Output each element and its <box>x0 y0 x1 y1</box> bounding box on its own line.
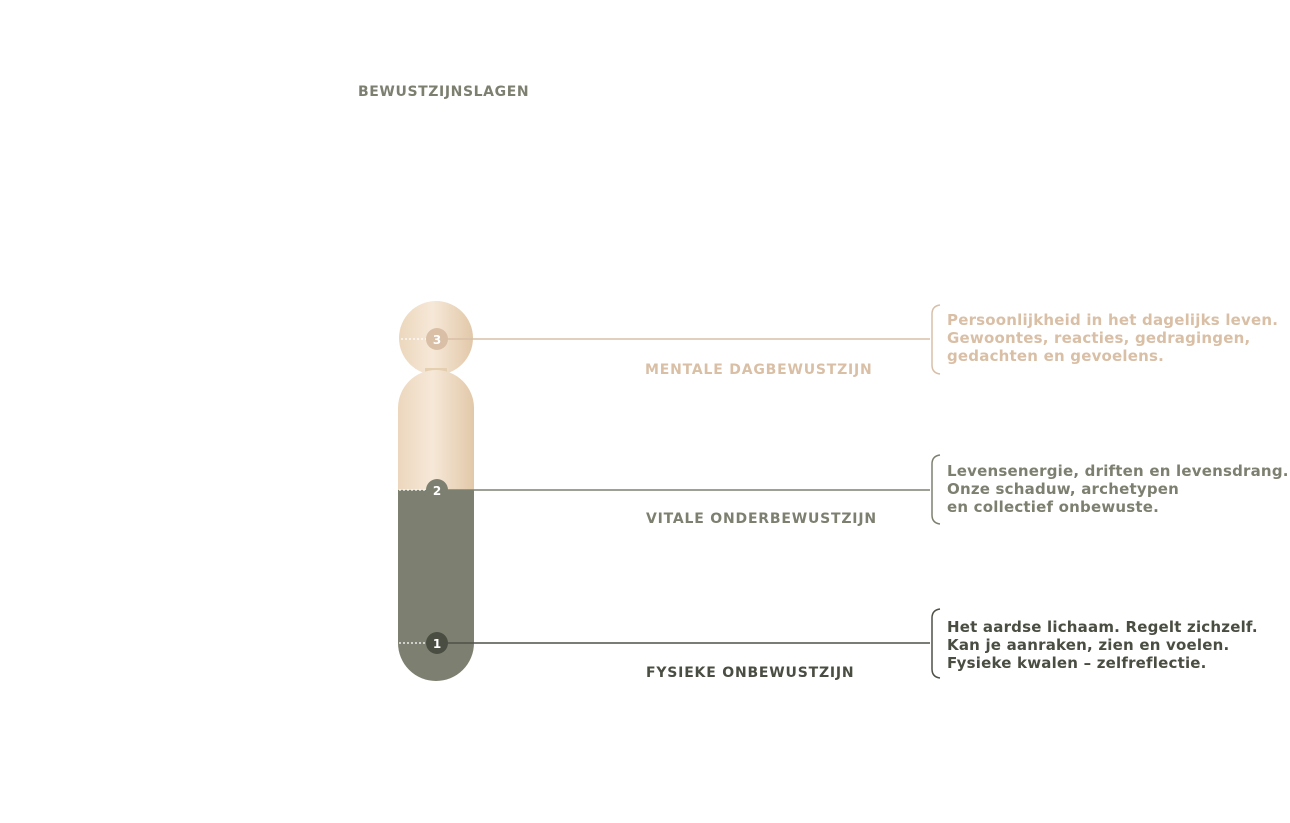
figure-body-green <box>398 490 474 681</box>
layer-1-number: 1 <box>433 637 441 651</box>
layer-3-bracket <box>931 304 941 375</box>
layer-1-label: FYSIEKE ONBEWUSTZIJN <box>646 665 855 681</box>
layer-3-description-line: gedachten en gevoelens. <box>947 347 1165 365</box>
page-title: BEWUSTZIJNSLAGEN <box>358 84 530 100</box>
layer-1-description-line: Het aardse lichaam. Regelt zichzelf. <box>947 618 1258 636</box>
layer-2-description-line: en collectief onbewuste. <box>947 498 1160 516</box>
layer-1-description: Het aardse lichaam. Regelt zichzelf. Kan… <box>947 618 1258 672</box>
layer-1-bracket <box>931 608 941 679</box>
layer-2-number-badge <box>426 479 448 501</box>
wooden-figure <box>398 301 474 681</box>
layer-2-description-line: Onze schaduw, archetypen <box>947 480 1180 498</box>
layer-1-description-line: Fysieke kwalen – zelfreflectie. <box>947 654 1207 672</box>
layer-2-bracket <box>931 454 941 525</box>
layer-1-description-line: Kan je aanraken, zien en voelen. <box>947 636 1230 654</box>
figure-body-wood <box>398 370 474 490</box>
layer-3-label: MENTALE DAGBEWUSTZIJN <box>645 362 873 378</box>
layer-3-description-line: Gewoontes, reacties, gedragingen, <box>947 329 1251 347</box>
layer-3-description: Persoonlijkheid in het dagelijks leven. … <box>947 311 1278 365</box>
layer-2-label: VITALE ONDERBEWUSTZIJN <box>646 511 877 527</box>
layer-3: 3 <box>401 304 941 375</box>
layer-1: 1 <box>399 608 941 679</box>
layer-2: 2 <box>399 454 941 525</box>
layer-1-number-badge <box>426 632 448 654</box>
layer-3-description-line: Persoonlijkheid in het dagelijks leven. <box>947 311 1279 329</box>
layer-2-number: 2 <box>433 484 441 498</box>
layer-2-description: Levensenergie, driften en levensdrang. O… <box>947 462 1289 516</box>
layer-3-number-badge <box>426 328 448 350</box>
layer-2-description-line: Levensenergie, driften en levensdrang. <box>947 462 1289 480</box>
layer-3-number: 3 <box>433 333 441 347</box>
